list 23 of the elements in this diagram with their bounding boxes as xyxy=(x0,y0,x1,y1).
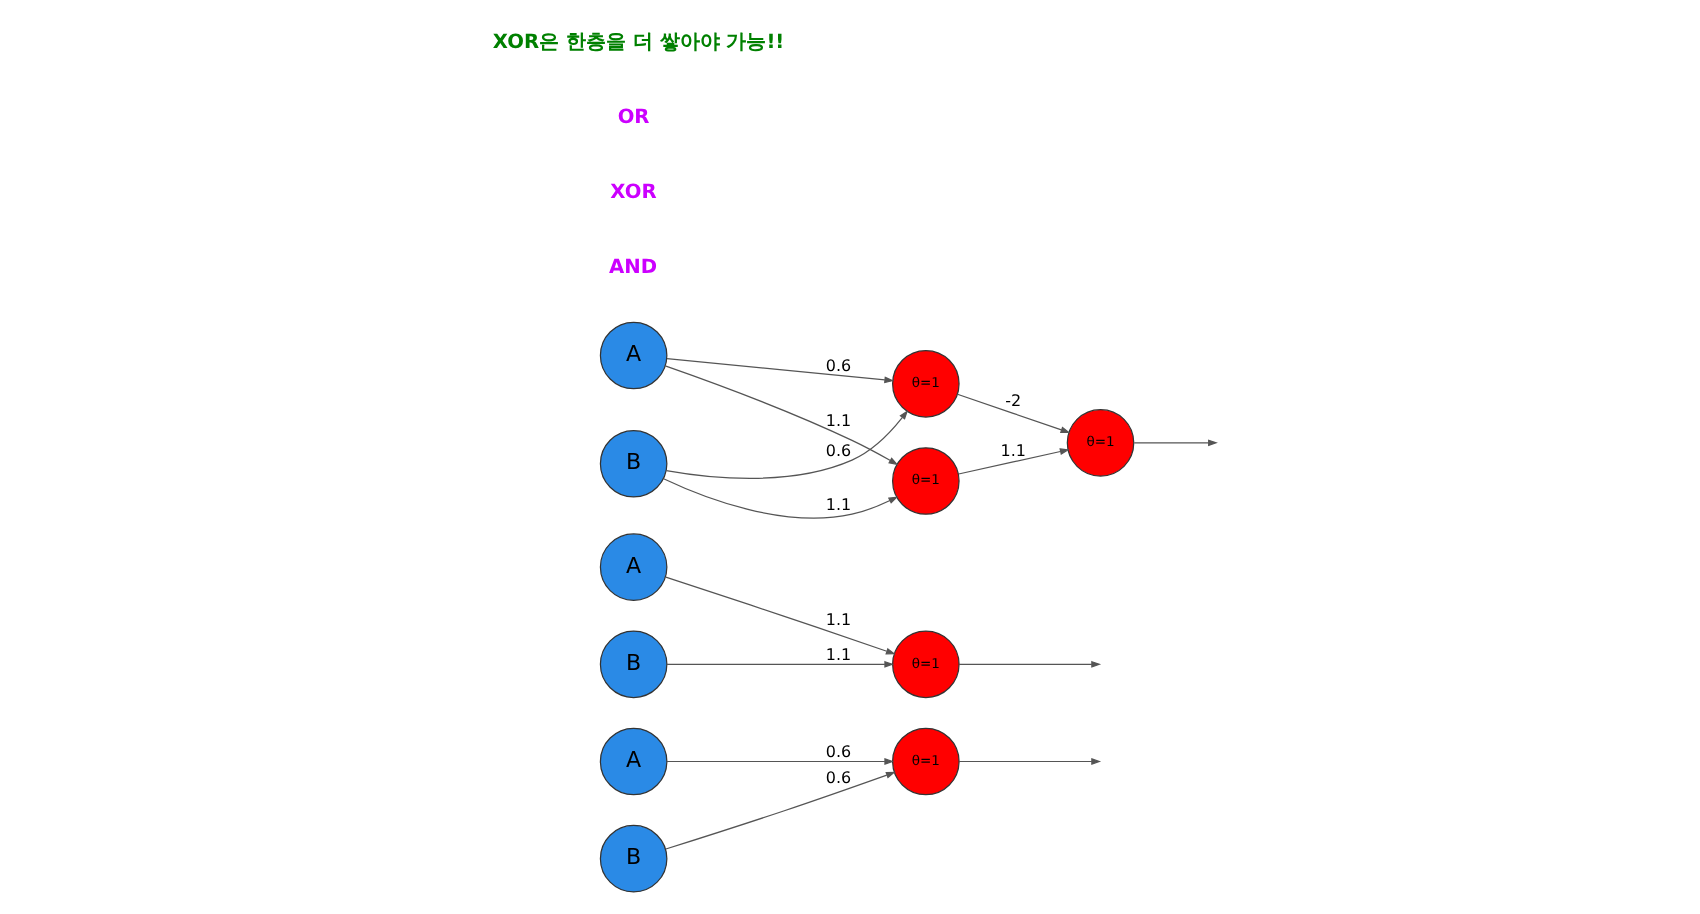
node-circle: B xyxy=(599,824,668,893)
arrow xyxy=(958,758,1102,765)
node-circle: A xyxy=(599,321,668,390)
arrow xyxy=(665,771,896,850)
arrow xyxy=(663,478,899,519)
arrow xyxy=(664,365,899,466)
arrow xyxy=(665,576,896,655)
arrow xyxy=(666,358,895,384)
arrow xyxy=(665,409,909,479)
label: XOR은 한층을 더 쌓아야 가능!! xyxy=(492,31,785,54)
arrow xyxy=(666,660,895,668)
arrow xyxy=(666,758,895,765)
node-circle: A xyxy=(599,727,668,796)
node-circle: A xyxy=(599,533,668,601)
arrow xyxy=(958,660,1102,668)
label: AND xyxy=(609,256,658,279)
arrow xyxy=(958,448,1070,475)
arrow xyxy=(956,393,1071,433)
node-circle: B xyxy=(599,630,668,699)
label: OR xyxy=(617,106,650,129)
label: XOR xyxy=(610,181,657,204)
arrow xyxy=(1133,439,1218,447)
node-circle: B xyxy=(599,429,668,498)
